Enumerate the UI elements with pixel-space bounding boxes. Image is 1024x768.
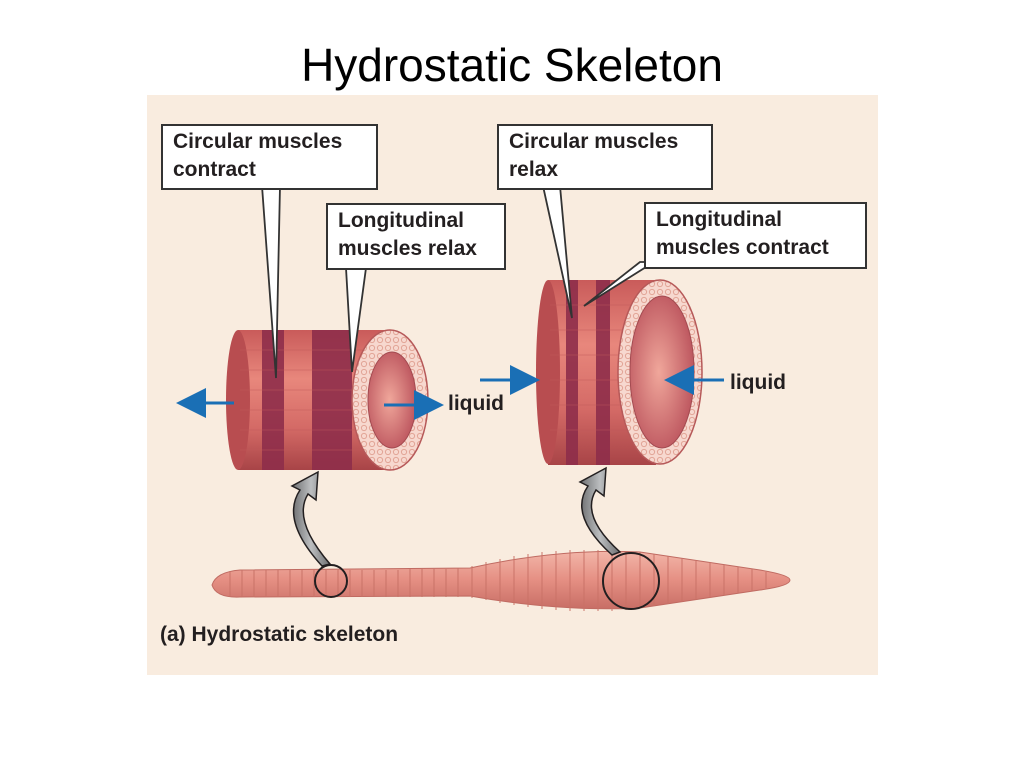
label-circular-contract: Circular muscles contract: [161, 124, 378, 190]
earthworm: [211, 550, 791, 611]
figure-caption: (a) Hydrostatic skeleton: [160, 623, 399, 646]
label-longitudinal-relax: Longitudinal muscles relax: [326, 203, 506, 270]
label-circular-relax: Circular muscles relax: [497, 124, 713, 190]
right-muscle-cylinder: [536, 279, 703, 465]
label-longitudinal-contract: Longitudinal muscles contract: [644, 202, 867, 269]
right-curved-arrow: [578, 466, 622, 556]
left-magnify-circle: [314, 564, 348, 598]
right-magnify-circle: [602, 552, 660, 610]
left-muscle-cylinder: [226, 329, 429, 471]
label-liquid-right: liquid: [730, 371, 786, 394]
page-title: Hydrostatic Skeleton: [301, 39, 723, 91]
label-liquid-left: liquid: [448, 392, 504, 415]
callout-pointers: [261, 185, 658, 379]
left-curved-arrow: [290, 470, 332, 567]
